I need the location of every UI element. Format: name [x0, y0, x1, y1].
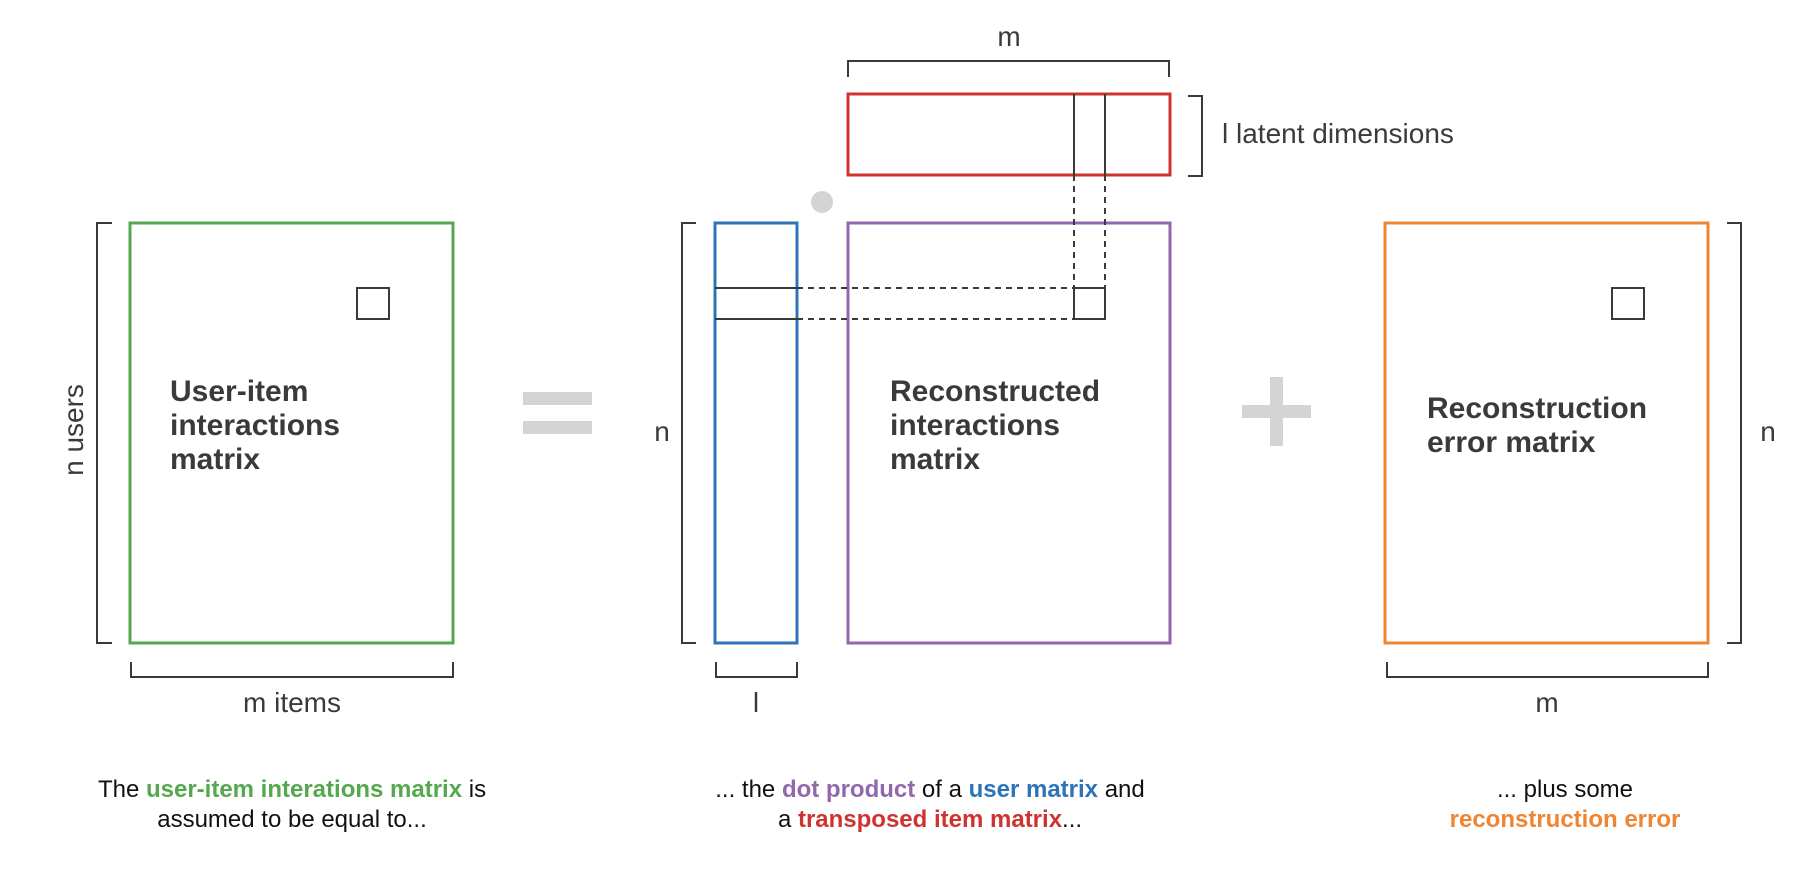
middle-caption-text-1: ... the [715, 776, 782, 803]
right-matrix-cell [1611, 287, 1645, 320]
right-matrix-label-2: error matrix [1427, 426, 1596, 459]
right-col-dim-label: m [1535, 687, 1558, 718]
right-caption: ... plus some reconstruction error [1395, 775, 1735, 835]
right-caption-line-2: reconstruction error [1449, 806, 1681, 833]
equals-operator [523, 392, 592, 434]
left-matrix-label-2: interactions [170, 409, 340, 442]
latent-dims-label: l latent dimensions [1222, 118, 1454, 149]
left-caption-highlight: user-item interations matrix [145, 776, 463, 803]
left-matrix-cell [356, 287, 390, 320]
right-row-dim-label: n [1760, 416, 1776, 447]
left-caption-line-1: The user-item interations matrix is [42, 775, 542, 805]
user-matrix-row-dim-label: n [654, 416, 670, 447]
reconstruction-error-matrix [1383, 221, 1710, 645]
latent-dims-bracket [1188, 95, 1203, 177]
plus-operator [1242, 377, 1311, 446]
right-group: Reconstruction error matrix n m [1383, 221, 1776, 718]
middle-matrix-label-1: Reconstructed [890, 375, 1100, 408]
middle-caption-text-5: ... [1062, 806, 1083, 833]
middle-matrix-label-2: interactions [890, 409, 1060, 442]
middle-caption-transposed-item-matrix: transposed item matrix [797, 806, 1063, 833]
left-caption-text-1: The [97, 776, 146, 803]
user-matrix-col-dim-label: l [753, 687, 759, 718]
left-matrix-label-3: matrix [170, 443, 260, 476]
middle-caption-text-2: of a [915, 776, 969, 803]
left-row-dim-label: n users [58, 384, 89, 476]
middle-caption-line-2: a transposed item matrix... [680, 805, 1180, 835]
item-matrix-col-bracket [847, 60, 1170, 77]
right-matrix-label-1: Reconstruction [1427, 392, 1647, 425]
middle-caption-dot-product: dot product [781, 776, 916, 803]
right-col-bracket [1386, 662, 1709, 678]
dot-product-operator [811, 191, 833, 213]
left-caption-line-2: assumed to be equal to... [157, 806, 427, 833]
right-row-bracket [1727, 222, 1742, 644]
middle-caption-text-3: and [1098, 776, 1145, 803]
item-matrix-col-dim-label: m [997, 21, 1020, 52]
user-matrix [713, 221, 799, 645]
left-caption-text-2: is [462, 776, 487, 803]
middle-caption-user-matrix: user matrix [968, 776, 1099, 803]
user-matrix-row-bracket [681, 222, 696, 644]
left-group: n users User-item interactions matrix m … [58, 221, 455, 718]
middle-caption-line-1: ... the dot product of a user matrix and [680, 775, 1180, 805]
transposed-item-matrix [846, 92, 1172, 177]
reconstructed-cell [1073, 287, 1106, 320]
middle-group: m l latent dimensions n Reconstructed in… [654, 21, 1454, 718]
left-matrix-label-1: User-item [170, 375, 308, 408]
equals-bar-top [523, 392, 592, 405]
left-col-bracket [130, 662, 454, 678]
left-row-bracket [96, 222, 112, 644]
plus-bar-vertical [1270, 377, 1283, 446]
reconstructed-interactions-matrix [846, 221, 1172, 645]
middle-caption-text-4: a [777, 806, 798, 833]
middle-matrix-label-3: matrix [890, 443, 980, 476]
left-col-dim-label: m items [243, 687, 341, 718]
right-caption-line-1: ... plus some [1496, 776, 1634, 803]
user-item-interactions-matrix [128, 221, 455, 645]
user-matrix-col-bracket [715, 662, 798, 678]
equals-bar-bottom [523, 421, 592, 434]
middle-caption: ... the dot product of a user matrix and… [680, 775, 1180, 835]
left-caption: The user-item interations matrix is assu… [42, 775, 542, 835]
